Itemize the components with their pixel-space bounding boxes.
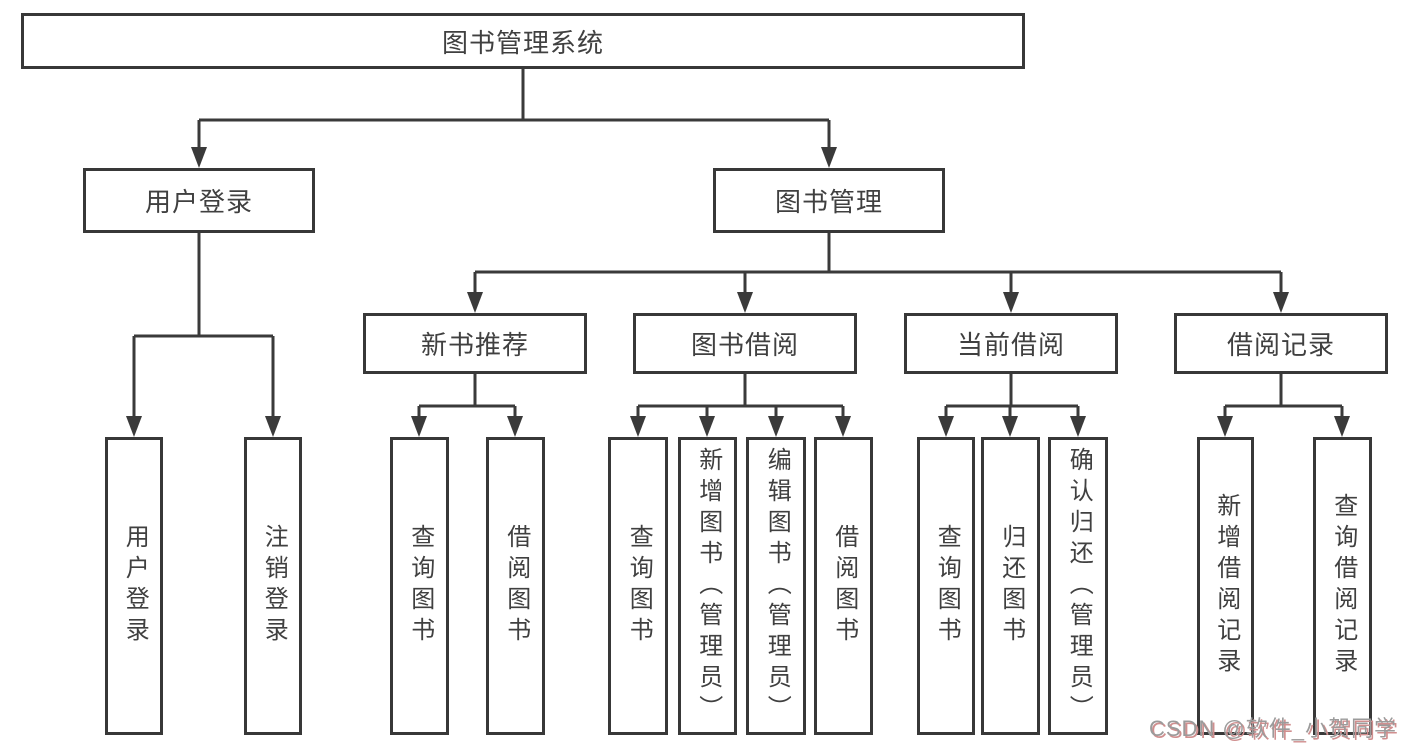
node-user-login-label: 用户登录	[144, 187, 253, 217]
leaf-edit-book-admin-label: 编辑图书（管理员）	[763, 446, 791, 726]
leaf-query-book-3: 查询图书	[917, 437, 975, 735]
leaf-confirm-return-admin: 确认归还（管理员）	[1048, 437, 1108, 735]
leaf-query-book-2-label: 查询图书	[625, 524, 653, 648]
leaf-borrow-book-2-label: 借阅图书	[830, 524, 858, 648]
leaf-query-borrow-record-label: 查询借阅记录	[1329, 493, 1357, 679]
node-current-borrow: 当前借阅	[904, 313, 1118, 374]
leaf-query-book-2: 查询图书	[608, 437, 668, 735]
leaf-query-book-3-label: 查询图书	[933, 524, 961, 648]
leaf-add-book-admin: 新增图书（管理员）	[678, 437, 737, 735]
leaf-query-borrow-record: 查询借阅记录	[1313, 437, 1372, 735]
leaf-confirm-return-admin-label: 确认归还（管理员）	[1065, 446, 1093, 726]
arrowhead-icon	[699, 416, 715, 437]
leaf-user-login: 用户登录	[105, 437, 163, 735]
node-book-management: 图书管理	[713, 168, 945, 233]
arrowhead-icon	[191, 147, 207, 168]
node-current-borrow-label: 当前借阅	[956, 330, 1065, 360]
tree-edges	[132, 69, 1344, 418]
leaf-return-book: 归还图书	[981, 437, 1040, 735]
leaf-logout: 注销登录	[244, 437, 302, 735]
node-new-book-recommend: 新书推荐	[363, 313, 587, 374]
arrowhead-icon	[938, 416, 954, 437]
leaf-logout-label: 注销登录	[260, 524, 288, 648]
arrowhead-icon	[768, 416, 784, 437]
node-borrow-records: 借阅记录	[1174, 313, 1388, 374]
arrowhead-icon	[1002, 416, 1018, 437]
node-new-book-recommend-label: 新书推荐	[420, 330, 529, 360]
arrowhead-icon	[1273, 292, 1289, 313]
node-root: 图书管理系统	[21, 13, 1025, 69]
node-root-label: 图书管理系统	[441, 27, 604, 58]
leaf-add-borrow-record-label: 新增借阅记录	[1212, 493, 1240, 679]
leaf-query-book-1-label: 查询图书	[406, 524, 434, 648]
node-book-borrow: 图书借阅	[633, 313, 857, 374]
leaf-query-book-1: 查询图书	[390, 437, 449, 735]
arrowhead-icon	[1003, 292, 1019, 313]
arrowhead-icon	[821, 147, 837, 168]
leaf-borrow-book-1: 借阅图书	[486, 437, 545, 735]
leaf-add-book-admin-label: 新增图书（管理员）	[694, 446, 722, 726]
leaf-return-book-label: 归还图书	[997, 524, 1025, 648]
arrowhead-icon	[630, 416, 646, 437]
arrowhead-icon	[507, 416, 523, 437]
arrowhead-icon	[1334, 416, 1350, 437]
leaf-edit-book-admin: 编辑图书（管理员）	[746, 437, 806, 735]
leaf-add-borrow-record: 新增借阅记录	[1197, 437, 1254, 735]
arrowhead-icon	[835, 416, 851, 437]
arrowhead-icon	[1070, 416, 1086, 437]
arrowhead-icon	[126, 416, 142, 437]
arrowhead-icon	[265, 416, 281, 437]
leaf-borrow-book-2: 借阅图书	[814, 437, 873, 735]
leaf-user-login-label: 用户登录	[121, 524, 149, 648]
arrowhead-icon	[467, 292, 483, 313]
arrowhead-icon	[411, 416, 427, 437]
arrowhead-icon	[737, 292, 753, 313]
leaf-borrow-book-1-label: 借阅图书	[502, 524, 530, 648]
arrowhead-icon	[1217, 416, 1233, 437]
node-book-borrow-label: 图书借阅	[690, 330, 799, 360]
node-user-login: 用户登录	[83, 168, 315, 233]
node-borrow-records-label: 借阅记录	[1226, 330, 1335, 360]
node-book-management-label: 图书管理	[774, 187, 883, 217]
